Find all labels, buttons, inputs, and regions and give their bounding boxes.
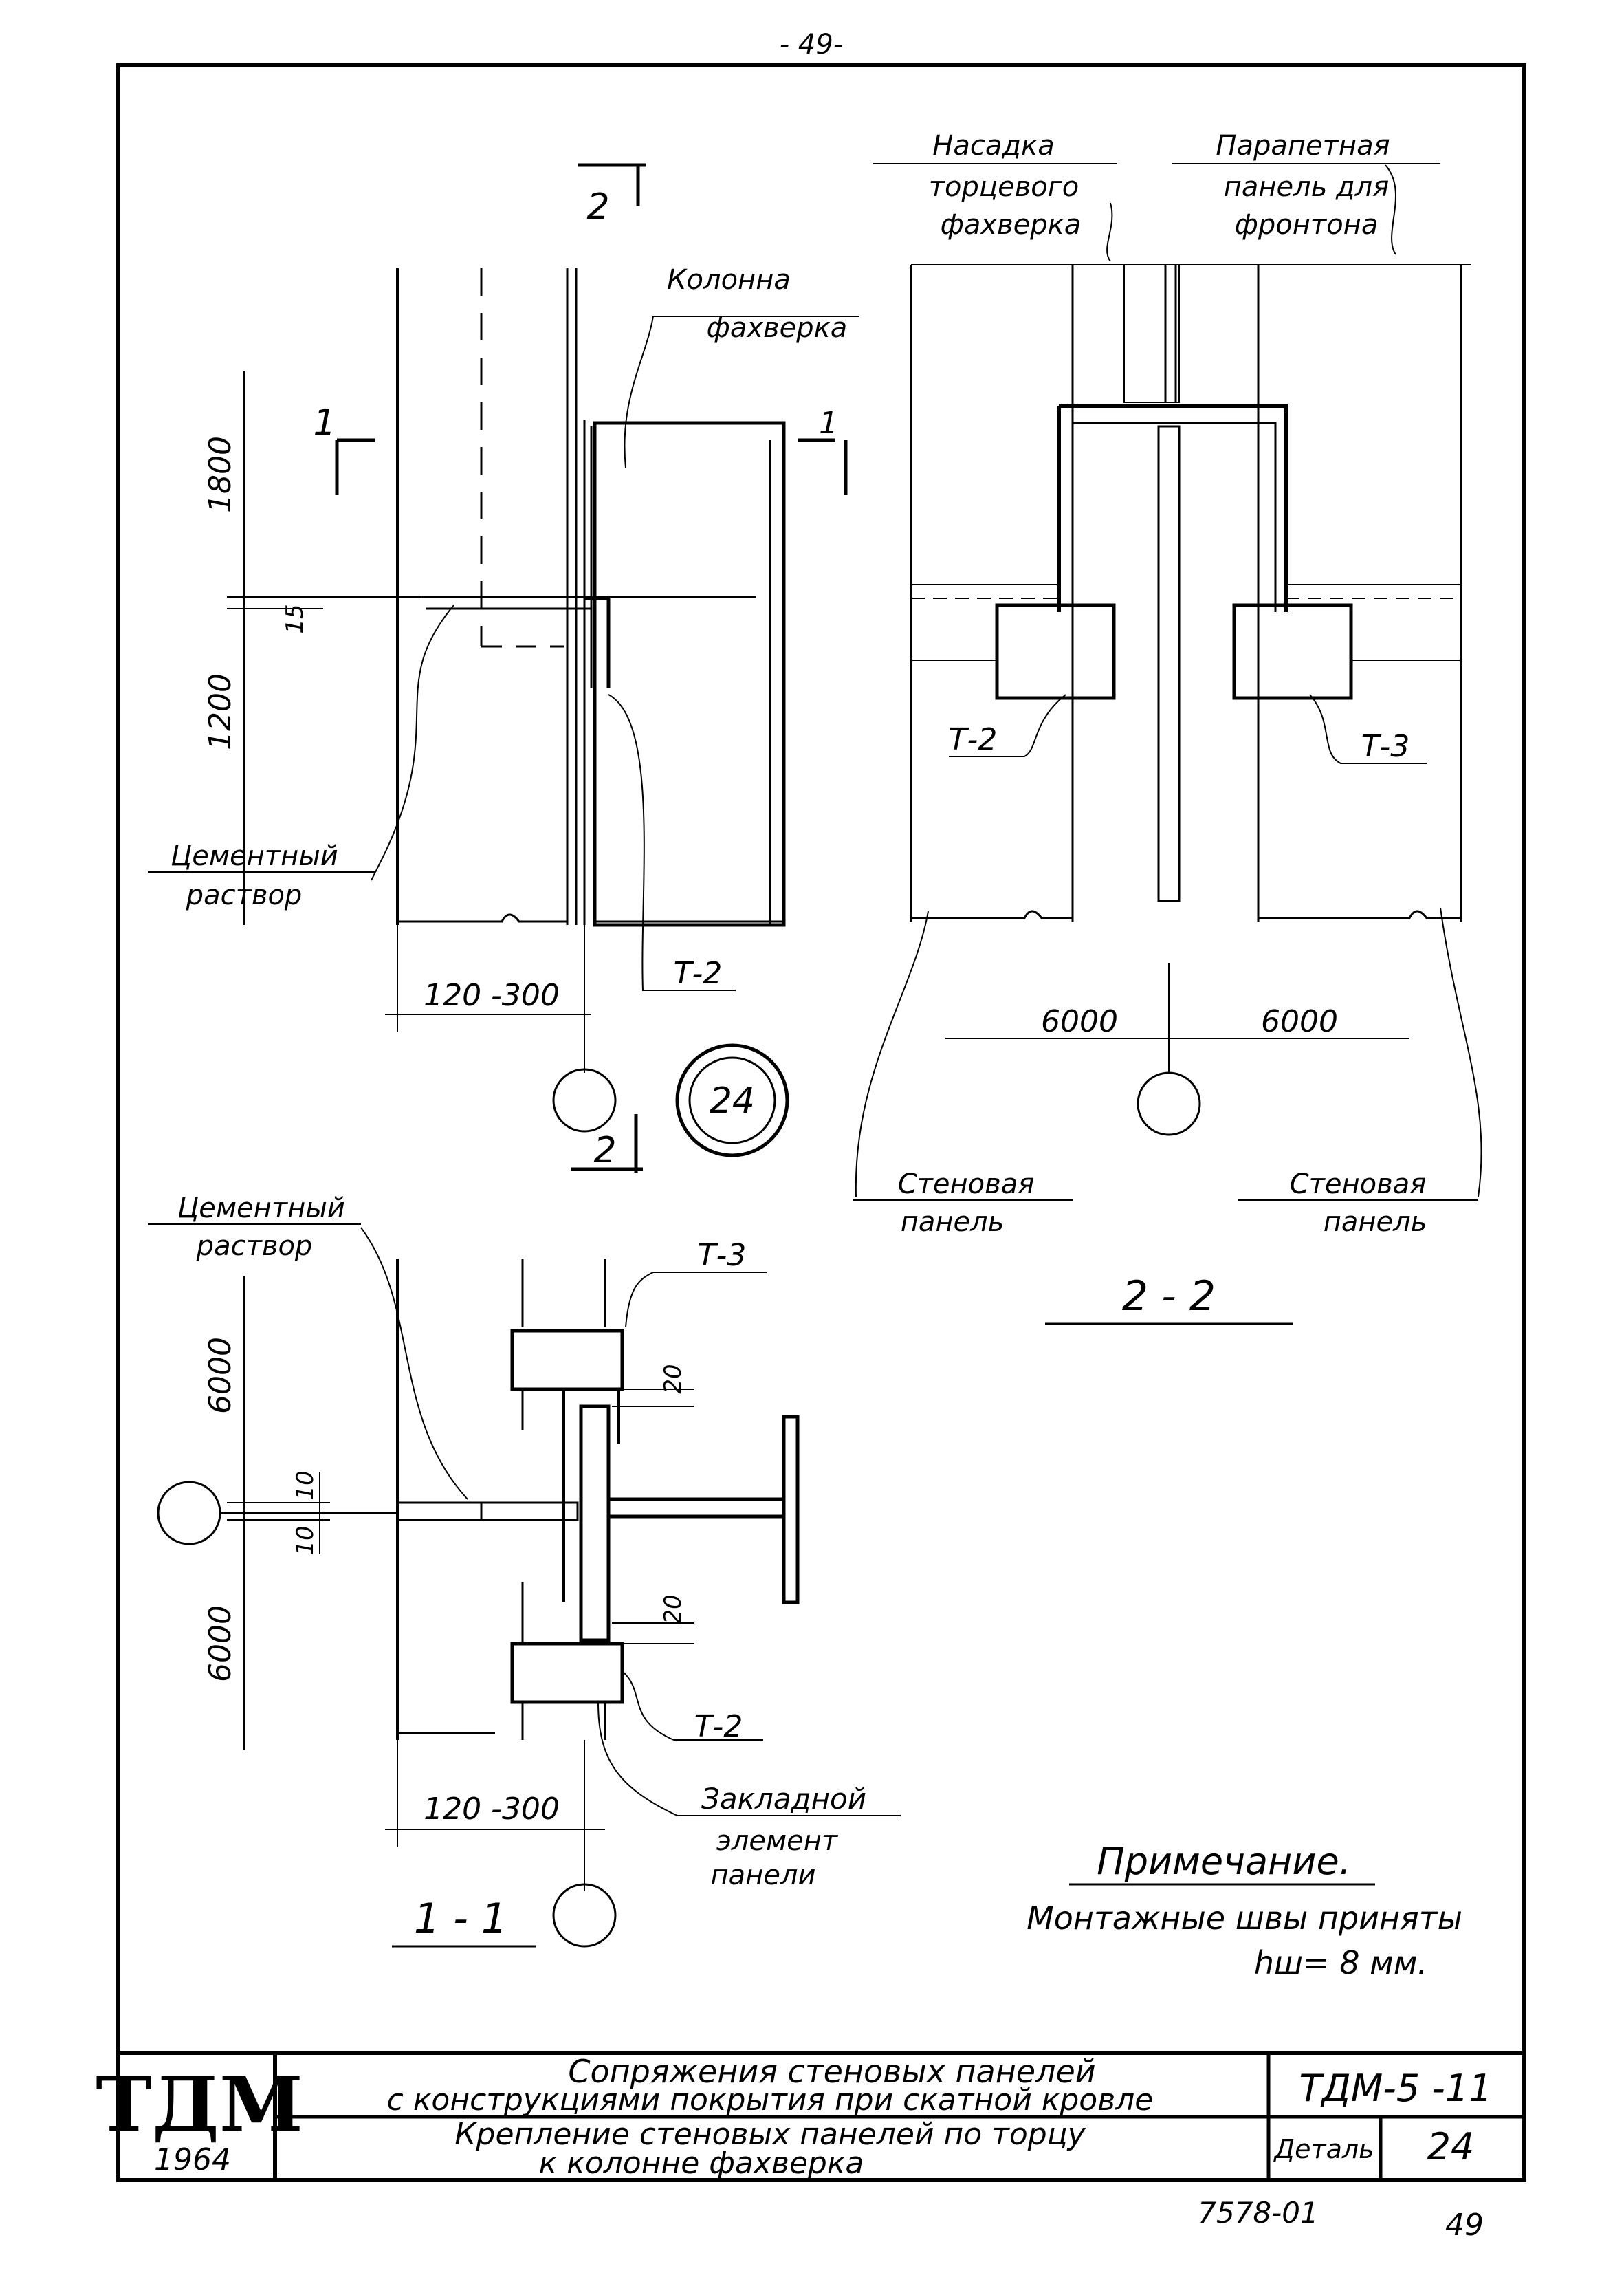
dim-1800: 1800 bbox=[203, 436, 238, 513]
dim-10-a: 10 bbox=[292, 1470, 319, 1500]
note-line-1: Монтажные швы приняты bbox=[1027, 1900, 1462, 1937]
section-1-marker-left: 1 bbox=[313, 402, 336, 444]
detail-circle-number: 24 bbox=[710, 1080, 755, 1122]
dim-120-300-bottom: 120 -300 bbox=[424, 1792, 560, 1827]
label-parapet-3: фронтона bbox=[1235, 209, 1379, 241]
note-line-2: hш= 8 мм. bbox=[1254, 1944, 1427, 1981]
label-nasadka-3: фахверка bbox=[941, 209, 1082, 241]
dim-6000-left-top: 6000 bbox=[203, 1337, 238, 1414]
label-t3-section22: Т-3 bbox=[1361, 729, 1410, 764]
label-t2-section11: Т-2 bbox=[694, 1709, 743, 1744]
label-embedded-3: панели bbox=[711, 1860, 816, 1891]
subtitle-line-2: к колонне фахверка bbox=[539, 2146, 864, 2181]
footer-page: 49 bbox=[1445, 2208, 1484, 2243]
section-2-2-title: 2 - 2 bbox=[1122, 1272, 1216, 1320]
dim-1200: 1200 bbox=[203, 673, 238, 750]
dim-20-a: 20 bbox=[659, 1364, 687, 1393]
title-block bbox=[118, 2051, 1524, 2180]
label-t3-section11: Т-3 bbox=[698, 1238, 747, 1273]
label-parapet-1: Парапетная bbox=[1216, 130, 1390, 162]
label-wall-panel-left-2: панель bbox=[901, 1206, 1005, 1238]
subtitle-line-1: Крепление стеновых панелей по торцу bbox=[454, 2117, 1086, 2152]
label-cement-top-2: раствор bbox=[186, 880, 303, 911]
dim-120-300-top: 120 -300 bbox=[424, 978, 560, 1013]
footer-code: 7578-01 bbox=[1198, 2196, 1319, 2230]
label-wall-panel-right-2: панель bbox=[1324, 1206, 1427, 1238]
section-1-1-title: 1 - 1 bbox=[414, 1895, 507, 1943]
label-nasadka-1: Насадка bbox=[932, 130, 1054, 162]
section-1-1-view bbox=[148, 1223, 901, 1948]
title-line-2: с конструкциями покрытия при скатной кро… bbox=[387, 2082, 1154, 2118]
label-t2-top-left: Т-2 bbox=[674, 956, 723, 991]
section-2-2-view bbox=[853, 163, 1482, 1325]
label-cement-top-1: Цементный bbox=[171, 840, 338, 872]
year: 1964 bbox=[154, 2142, 231, 2177]
label-t2-section22: Т-2 bbox=[949, 722, 998, 757]
detail-number: 24 bbox=[1427, 2125, 1475, 2168]
dim-6000-a: 6000 bbox=[1041, 1004, 1118, 1039]
label-column-1: Колонна bbox=[667, 264, 791, 296]
label-embedded-2: элемент bbox=[716, 1825, 839, 1857]
label-nasadka-2: торцевого bbox=[929, 171, 1079, 203]
dim-6000-b: 6000 bbox=[1261, 1004, 1338, 1039]
drawing-frame bbox=[116, 63, 1526, 2182]
label-cement-bottom-2: раствор bbox=[196, 1230, 313, 1262]
dim-6000-left-bottom: 6000 bbox=[203, 1605, 238, 1682]
dim-10-b: 10 bbox=[292, 1525, 319, 1555]
detail-label: Деталь bbox=[1273, 2134, 1374, 2164]
page-number-top: - 49- bbox=[780, 29, 843, 61]
series-code: ТДМ-5 -11 bbox=[1299, 2067, 1493, 2110]
label-parapet-2: панель для bbox=[1224, 171, 1390, 203]
label-cement-bottom-1: Цементный bbox=[177, 1193, 345, 1224]
elevation-view bbox=[148, 163, 859, 1173]
title-line-1: Сопряжения стеновых панелей bbox=[568, 2053, 1095, 2090]
dim-20-b: 20 bbox=[659, 1594, 687, 1624]
label-column-2: фахверка bbox=[707, 312, 848, 344]
label-wall-panel-left-1: Стеновая bbox=[898, 1168, 1035, 1200]
label-wall-panel-right-1: Стеновая bbox=[1290, 1168, 1427, 1200]
section-2-marker-bottom: 2 bbox=[593, 1130, 616, 1171]
label-embedded-1: Закладной bbox=[701, 1782, 866, 1816]
section-2-marker-top: 2 bbox=[586, 186, 609, 228]
dim-15: 15 bbox=[281, 604, 309, 633]
section-1-marker-right: 1 bbox=[819, 406, 838, 441]
note-title: Примечание. bbox=[1097, 1840, 1351, 1883]
logo-tdm: ТДМ bbox=[96, 2060, 303, 2148]
